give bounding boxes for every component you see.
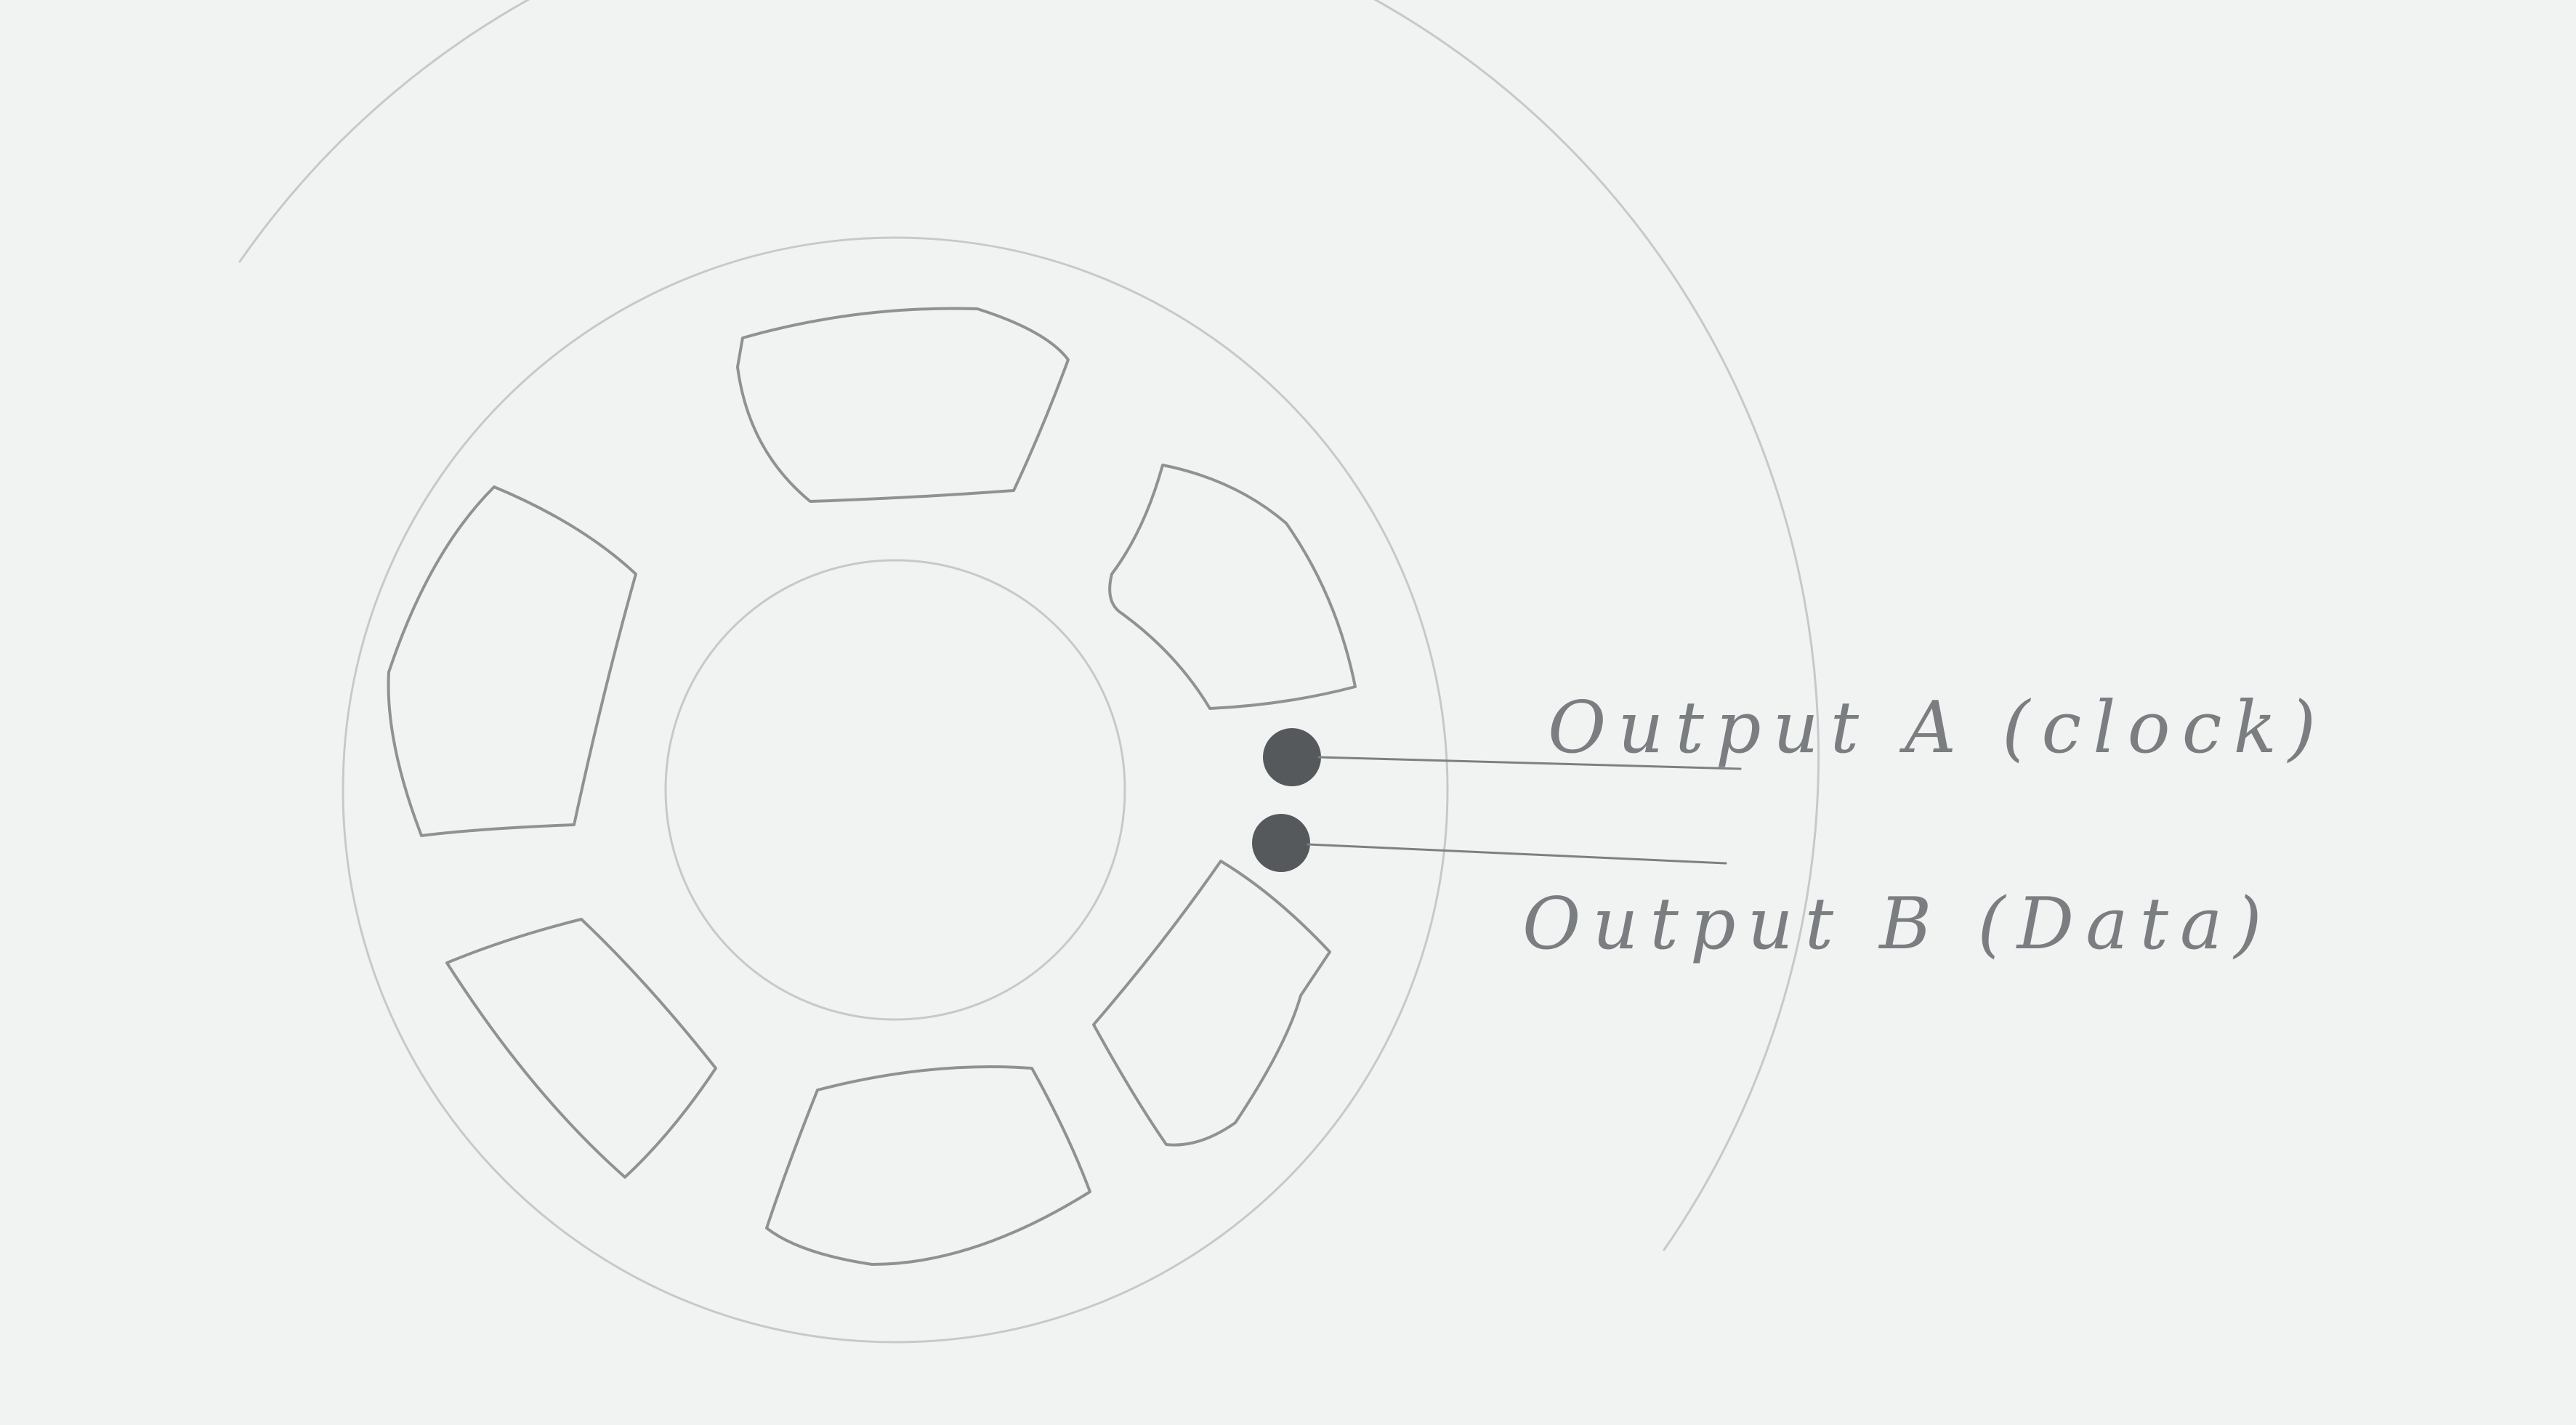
encoder-slot — [387, 485, 637, 837]
encoder-slot — [1092, 860, 1331, 1147]
output-a-label: Output A (clock) — [1548, 687, 2327, 770]
disc-inner-hub — [664, 559, 1126, 1021]
background-arc — [238, 0, 1820, 1251]
output-b-label: Output B (Data) — [1522, 883, 2274, 966]
leader-line-b — [1307, 843, 1727, 865]
encoder-slot — [765, 1065, 1091, 1266]
encoder-slot — [445, 918, 717, 1179]
leader-line-a — [1317, 756, 1742, 770]
encoder-slot — [1108, 464, 1357, 710]
sensor-b-dot — [1252, 814, 1310, 872]
disc-outer-edge — [342, 236, 1449, 1344]
sensor-a-dot — [1263, 728, 1321, 786]
encoder-slot — [736, 307, 1070, 503]
encoder-slots — [387, 307, 1357, 1266]
